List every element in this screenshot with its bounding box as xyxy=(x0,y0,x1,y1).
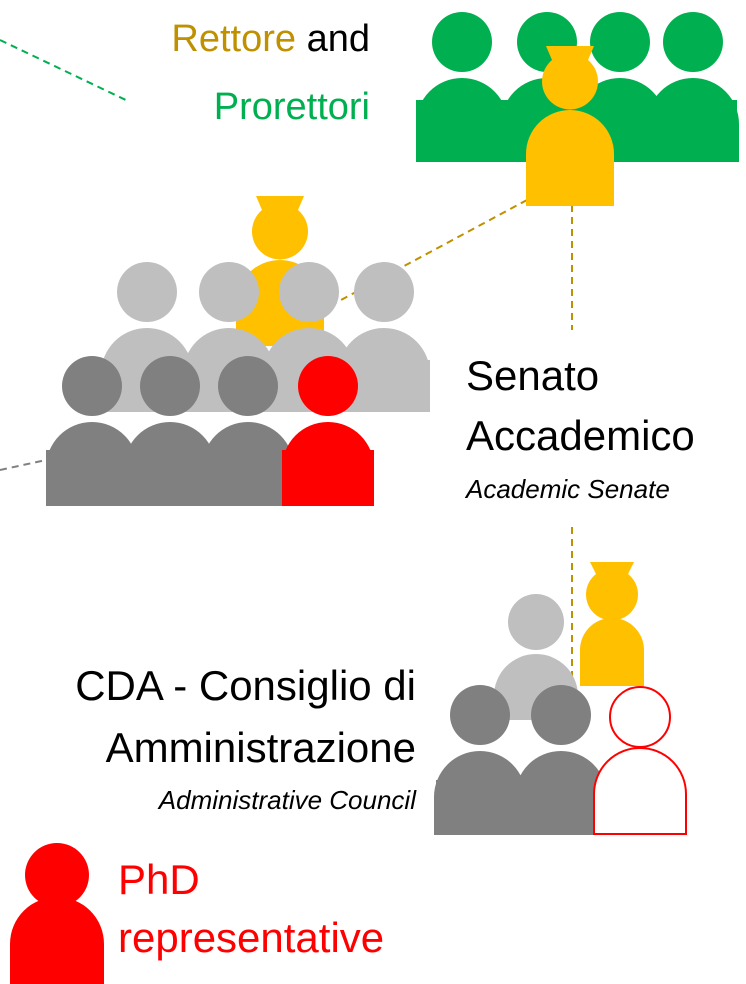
leadership-label: Rettore and xyxy=(171,18,370,62)
connector-leadership-to-left xyxy=(0,39,131,103)
rettore-crowned-person-icon xyxy=(526,46,614,206)
council-name-line1: CDA - Consiglio di xyxy=(75,662,416,709)
legend-phd-line2: representative xyxy=(118,914,385,961)
senate-phd-representative-icon xyxy=(282,356,374,506)
senate-english-name: Academic Senate xyxy=(466,474,670,504)
senate-name-line1: Senato xyxy=(466,352,600,399)
and-label: and xyxy=(306,18,370,60)
rettore-label: Rettore xyxy=(171,18,297,60)
council-group-icon xyxy=(434,562,687,835)
prorettori-label: Prorettori xyxy=(213,86,370,128)
senate-name-line2: Accademico xyxy=(466,412,695,459)
connector-senate-left xyxy=(0,459,47,471)
council-english-name: Administrative Council xyxy=(158,785,416,815)
council-name-line2: Amministrazione xyxy=(105,724,416,771)
legend-phd-line1: PhD xyxy=(118,856,200,903)
council-phd-representative-icon xyxy=(593,686,687,835)
connector-leadership-to-senate xyxy=(299,199,528,323)
legend-person-icon xyxy=(10,843,104,984)
senate-group-icon xyxy=(46,196,430,506)
connectors xyxy=(0,39,573,700)
council-crowned-person-icon xyxy=(580,562,644,686)
leadership-group-icon xyxy=(416,12,739,206)
